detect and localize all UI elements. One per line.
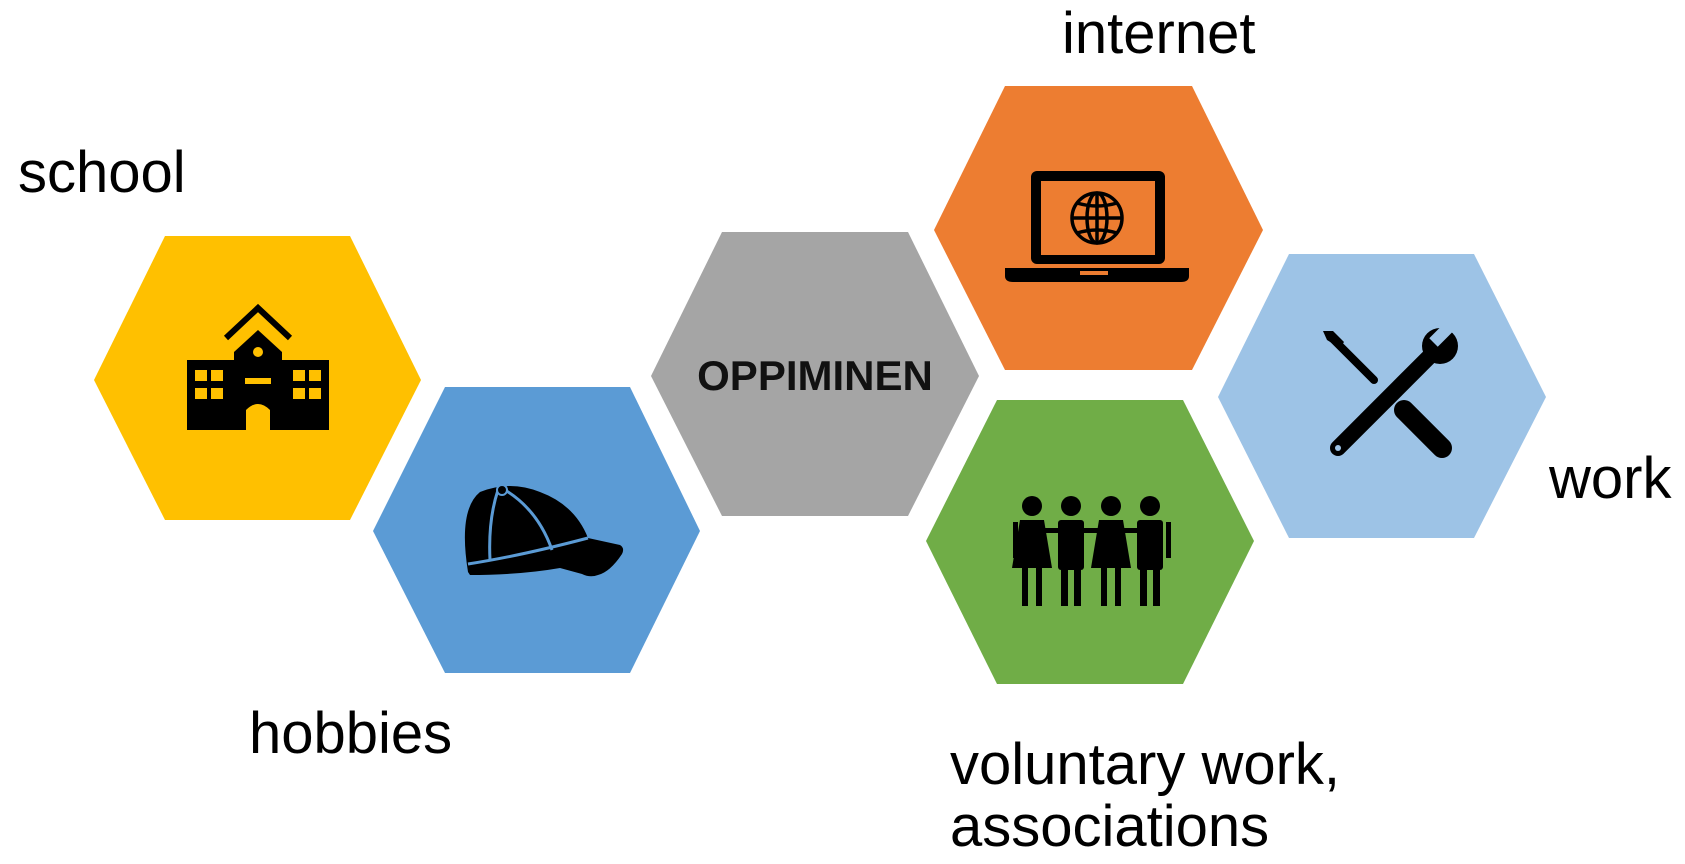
caption-school: school	[18, 140, 186, 205]
people-group-icon	[1012, 496, 1171, 606]
person-figure-2	[1058, 496, 1084, 606]
school-building-icon	[187, 303, 329, 430]
hexagon-hobbies	[373, 387, 700, 673]
caption-hobbies: hobbies	[249, 701, 453, 766]
caption-voluntary-line-1: voluntary work,	[950, 732, 1341, 797]
caption-internet: internet	[1062, 1, 1256, 66]
caption-voluntary-line-2: associations	[950, 794, 1270, 859]
hexagon-hub: OPPIMINEN	[651, 232, 979, 516]
hexagon-voluntary-shape	[926, 400, 1254, 684]
hexagon-work	[1218, 254, 1546, 538]
hexagon-hub-shape	[651, 232, 979, 516]
hexagon-internet	[934, 86, 1263, 370]
wrench-screwdriver-icon	[1323, 321, 1458, 458]
laptop-globe-icon	[1005, 171, 1189, 282]
person-figure-4	[1137, 496, 1171, 606]
hexagon-school	[94, 236, 421, 520]
caption-work: work	[1549, 446, 1672, 511]
baseball-cap-icon	[464, 484, 624, 577]
caption-voluntary: voluntary work, associations	[950, 734, 1340, 858]
hub-label: OPPIMINEN	[697, 352, 933, 399]
hexagon-voluntary	[926, 400, 1254, 684]
